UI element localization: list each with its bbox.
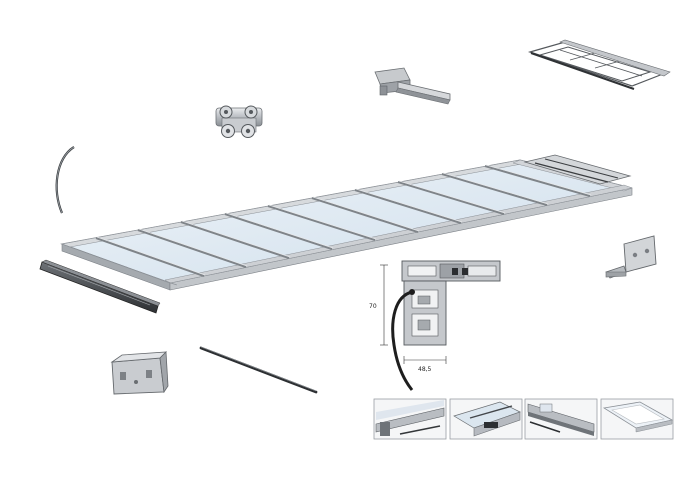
end-cap-bracket	[110, 351, 169, 395]
detail-thumbnails	[373, 398, 674, 440]
side-profile-rail	[39, 259, 161, 314]
top-frame-rail	[527, 39, 671, 90]
roller-trolley	[215, 105, 263, 138]
detail-thumbnail-4	[600, 398, 674, 440]
wall-bracket-arm	[374, 67, 451, 105]
width-dimension-label: 48,5	[418, 366, 432, 373]
curved-seal	[55, 146, 75, 214]
height-dimension-label: 70	[369, 303, 377, 310]
detail-thumbnail-1	[373, 398, 447, 440]
glass-roof-panel-assembly	[60, 154, 633, 291]
detail-thumbnail-2	[449, 398, 523, 440]
connecting-rod	[199, 346, 318, 394]
corner-angle-bracket	[605, 235, 657, 279]
profile-cross-section: 70 48,5	[369, 260, 501, 391]
height-dimension: 70	[369, 264, 388, 346]
width-dimension: 48,5	[403, 356, 447, 373]
detail-thumbnail-3	[524, 398, 598, 440]
